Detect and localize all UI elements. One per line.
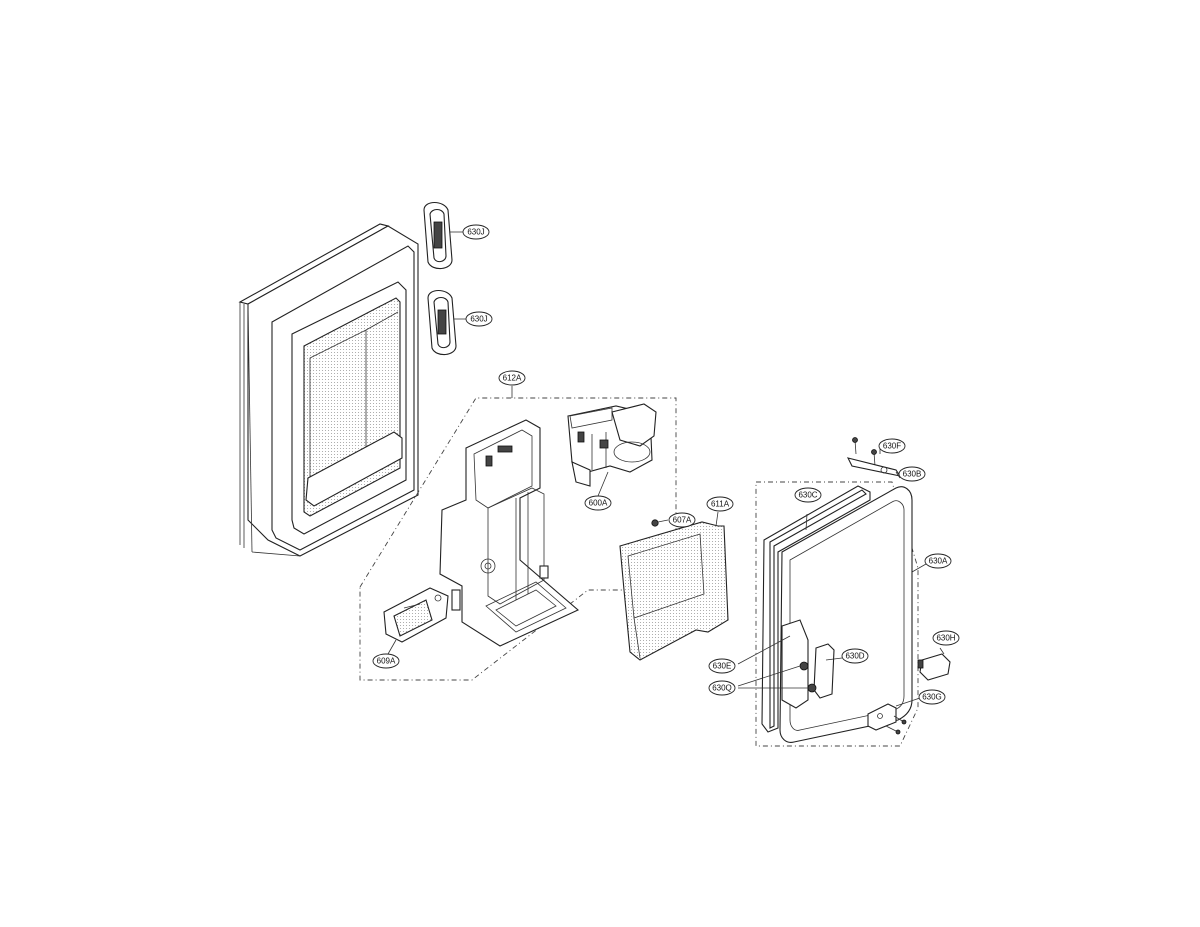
callout-630C: 630C	[794, 487, 822, 503]
callout-label: 630C	[798, 491, 817, 500]
assembly-612A-boundary	[359, 397, 677, 681]
callout-630F: 630F	[878, 438, 906, 454]
callout-label: 609A	[377, 657, 396, 666]
door-panel	[238, 223, 419, 557]
callout-630E: 630E	[708, 658, 736, 674]
screw-607A	[651, 519, 670, 527]
callout-label: 630J	[467, 228, 484, 237]
callout-607A: 607A	[668, 512, 696, 528]
latch-630H	[917, 647, 951, 681]
callout-611A: 611A	[706, 496, 734, 512]
callout-label: 630A	[929, 557, 948, 566]
callout-label: 630G	[922, 693, 942, 702]
callout-label: 630F	[883, 442, 901, 451]
ice-bin-door	[761, 485, 913, 743]
callout-label: 630B	[903, 470, 922, 479]
callout-630G: 630G	[918, 689, 946, 705]
bin-clip-mid	[427, 289, 466, 356]
callout-label: 600A	[589, 499, 608, 508]
callout-630J-mid: 630J	[465, 311, 493, 327]
assembly-630A-boundary	[755, 481, 919, 747]
callout-label: 630Q	[712, 684, 732, 693]
callout-630D: 630D	[841, 648, 869, 664]
cover-plate	[383, 587, 449, 655]
callout-label: 612A	[503, 374, 522, 383]
dispenser-housing	[439, 419, 580, 647]
callout-label: 630J	[470, 315, 487, 324]
callout-label: 611A	[711, 500, 730, 509]
callout-630A: 630A	[924, 553, 952, 569]
callout-label: 630D	[845, 652, 864, 661]
dispenser-cover	[619, 511, 729, 661]
callout-630Q: 630Q	[708, 680, 736, 696]
callout-630J-top: 630J	[462, 224, 490, 240]
callout-609A: 609A	[372, 653, 400, 669]
callout-612A: 612A	[498, 370, 526, 386]
callout-630B: 630B	[898, 466, 926, 482]
callout-630H: 630H	[932, 630, 960, 646]
callout-label: 607A	[673, 516, 692, 525]
ice-maker	[567, 403, 657, 497]
callout-600A: 600A	[584, 495, 612, 511]
callout-label: 630E	[713, 662, 732, 671]
bin-clip-top	[423, 201, 463, 270]
bracket-630G	[867, 697, 921, 735]
callout-label: 630H	[936, 634, 955, 643]
